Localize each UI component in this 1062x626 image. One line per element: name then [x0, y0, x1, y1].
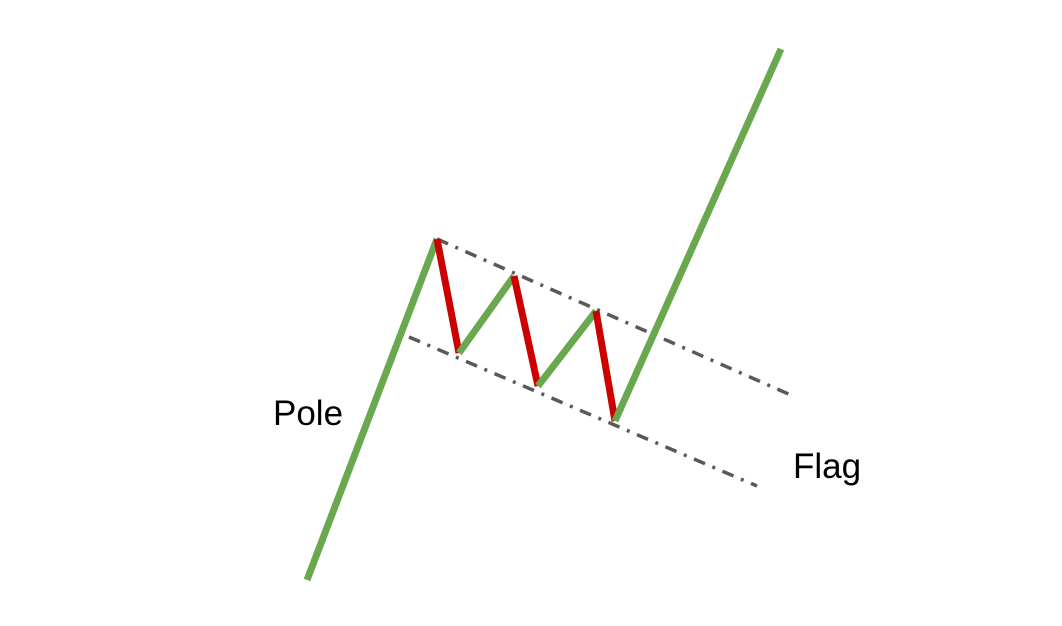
flag-down-move-3 — [592, 310, 619, 422]
flag-down-move-1 — [433, 238, 463, 354]
flag-down-move-2 — [510, 275, 542, 387]
flag-label: Flag — [793, 447, 862, 486]
upper-channel-line — [436, 237, 794, 398]
pole-line — [303, 237, 441, 582]
pole-label: Pole — [273, 394, 344, 433]
flag-up-move-1 — [456, 273, 517, 356]
flag-up-move-2 — [535, 308, 599, 389]
lower-channel-line — [408, 335, 758, 488]
breakout-line — [611, 47, 785, 423]
